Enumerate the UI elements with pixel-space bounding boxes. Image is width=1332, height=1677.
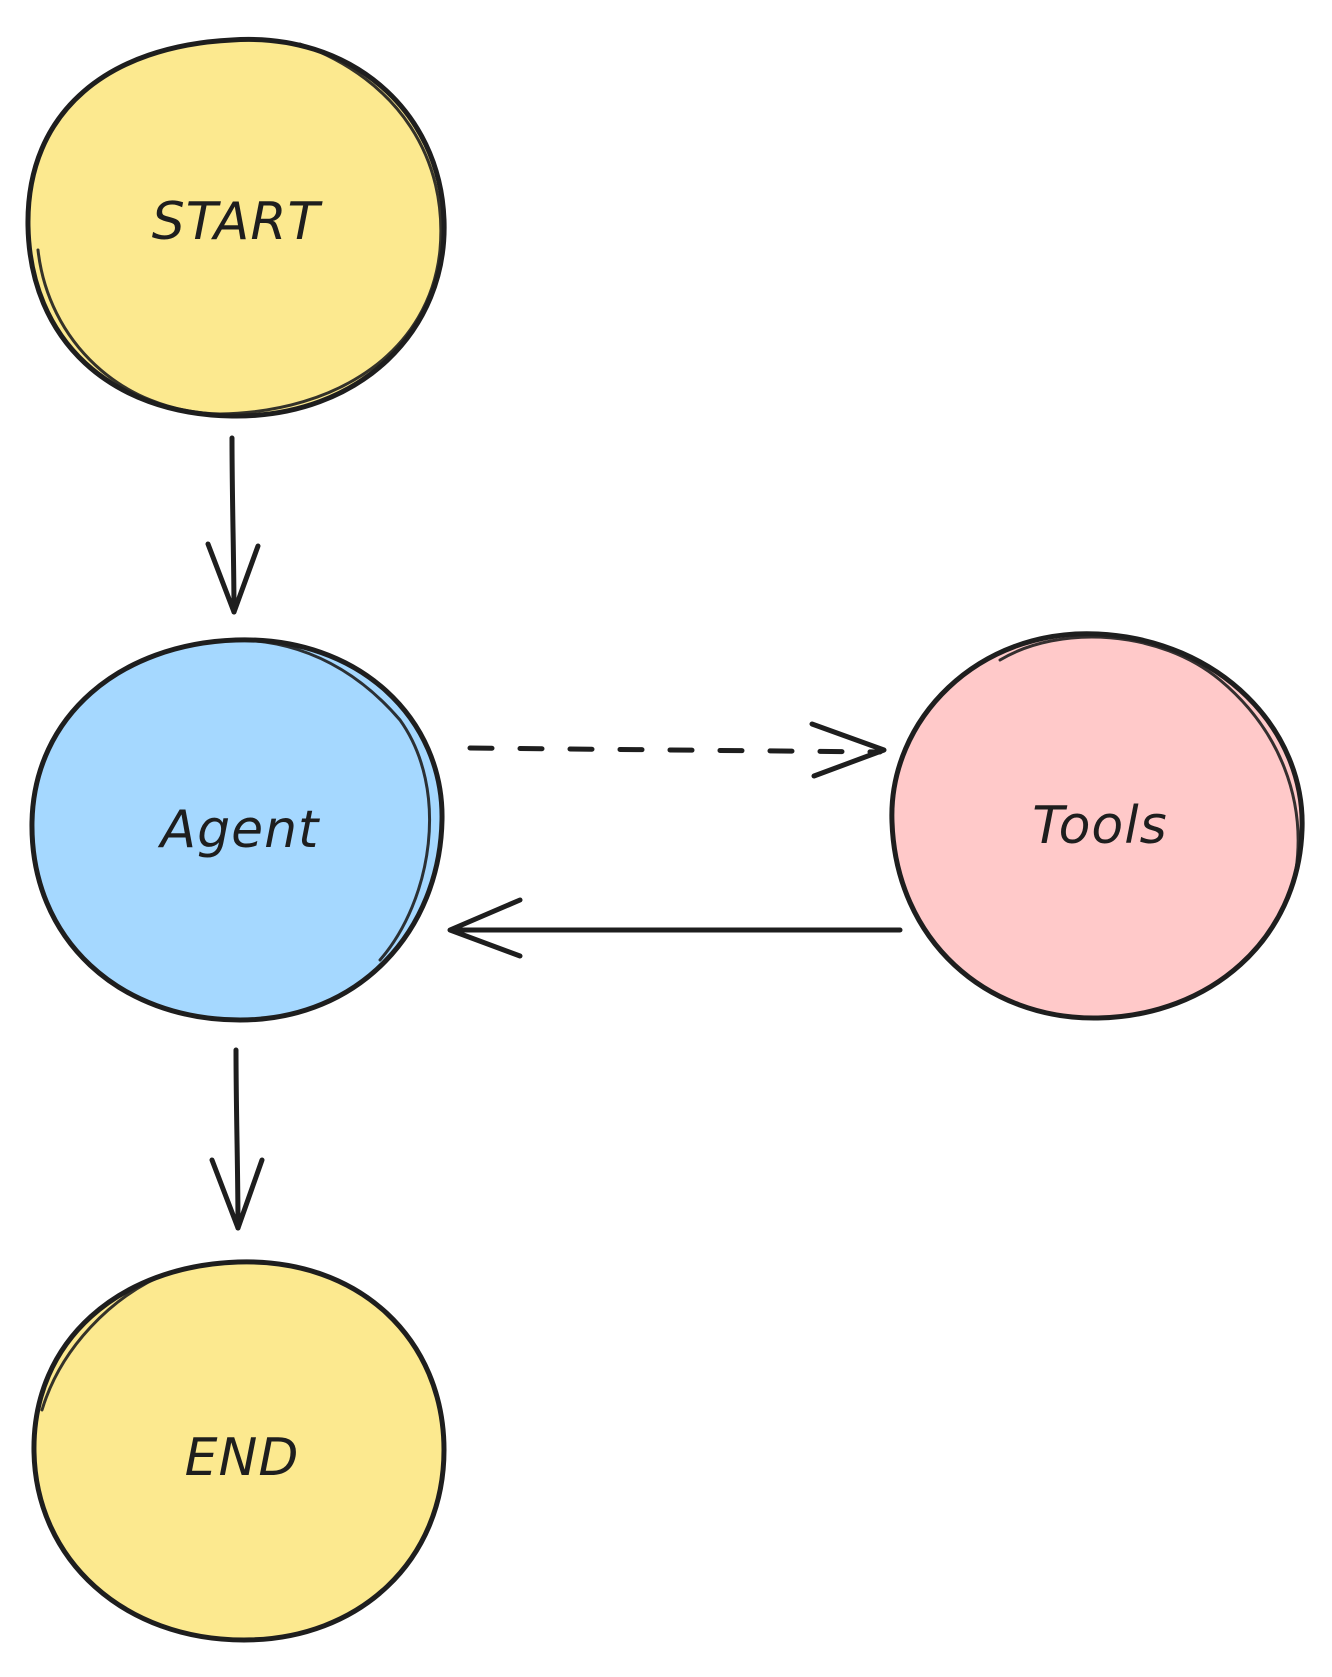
edge-agent-to-tools [467,721,887,779]
edge-tools-to-agent-arrowhead [447,897,523,959]
agent-node[interactable]: Agent [29,637,445,1023]
edge-agent-to-end-arrowhead [209,1157,265,1231]
edge-agent-to-tools-line [467,745,883,755]
agent-node-fill [31,639,443,1020]
end-node[interactable]: END [31,1259,447,1643]
agent-node-outline [29,637,445,1023]
start-node-outline-sketch [36,42,443,416]
end-node-outline [31,1259,447,1643]
edge-agent-to-end [209,1047,265,1231]
end-node-fill [33,1261,444,1640]
tools-node-outline-sketch [998,635,1300,872]
edge-start-to-agent-line [229,435,237,615]
start-node-outline [25,36,447,419]
end-node-outline-sketch [40,1270,172,1412]
start-node-fill [27,39,445,417]
edge-tools-to-agent [447,897,903,959]
tools-node-label: Tools [1032,796,1168,856]
agent-node-outline-sketch [178,638,432,962]
end-node-label: END [185,1428,300,1488]
start-node-label: START [152,192,324,252]
agent-node-label: Agent [158,800,321,860]
tools-node-outline [889,631,1305,1021]
start-node[interactable]: START [25,36,447,419]
tools-node-fill [891,633,1303,1019]
tools-node[interactable]: Tools [889,631,1305,1021]
edge-agent-to-end-line [233,1047,241,1231]
edge-start-to-agent-arrowhead [205,541,261,615]
edge-agent-to-tools-arrowhead [809,721,887,779]
edge-start-to-agent [205,435,261,615]
